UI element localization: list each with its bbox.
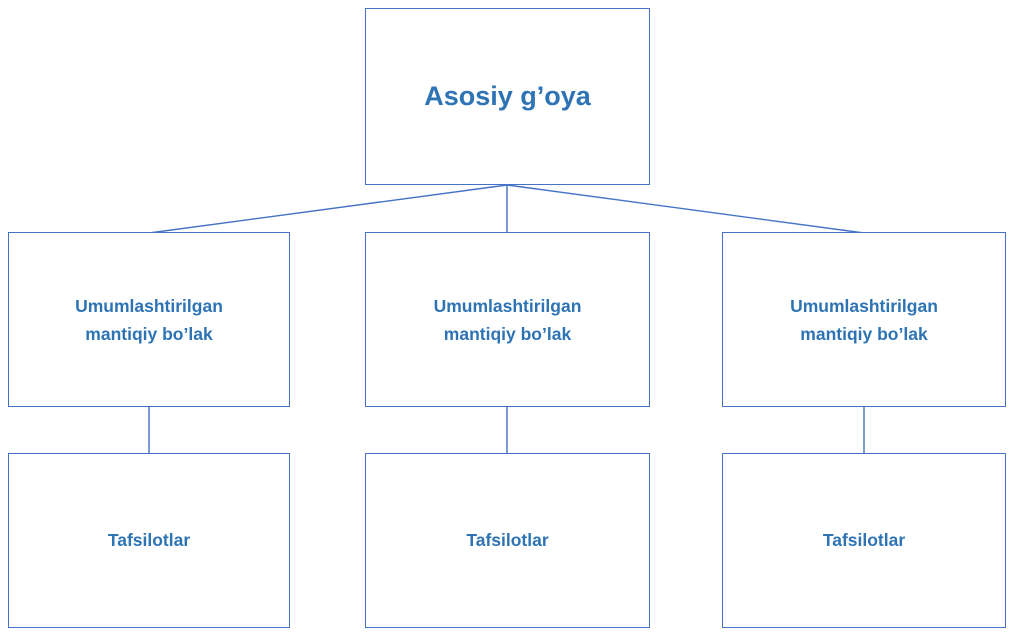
branch-node-3: Umumlashtirilgan mantiqiy bo’lak [722,232,1006,407]
root-node-label: Asosiy g’oya [424,81,591,111]
detail-node-1-label: Tafsilotlar [107,530,191,550]
detail-node-2: Tafsilotlar [365,453,650,628]
detail-node-3: Tafsilotlar [722,453,1006,628]
branch-node-1-label: Umumlashtirilgan mantiqiy bo’lak [75,295,223,344]
detail-node-2-label: Tafsilotlar [466,530,549,550]
connector-root-to-branch-3 [506,184,865,234]
root-node: Asosiy g’oya [365,8,650,185]
branch-node-2: Umumlashtirilgan mantiqiy bo’lak [365,232,650,407]
branch-node-3-label: Umumlashtirilgan mantiqiy bo’lak [790,295,938,344]
detail-node-3-label: Tafsilotlar [822,530,906,550]
branch-node-1: Umumlashtirilgan mantiqiy bo’lak [8,232,290,407]
connector-root-to-branch-1 [148,184,508,234]
detail-node-1: Tafsilotlar [8,453,290,628]
branch-node-2-label: Umumlashtirilgan mantiqiy bo’lak [433,295,582,344]
